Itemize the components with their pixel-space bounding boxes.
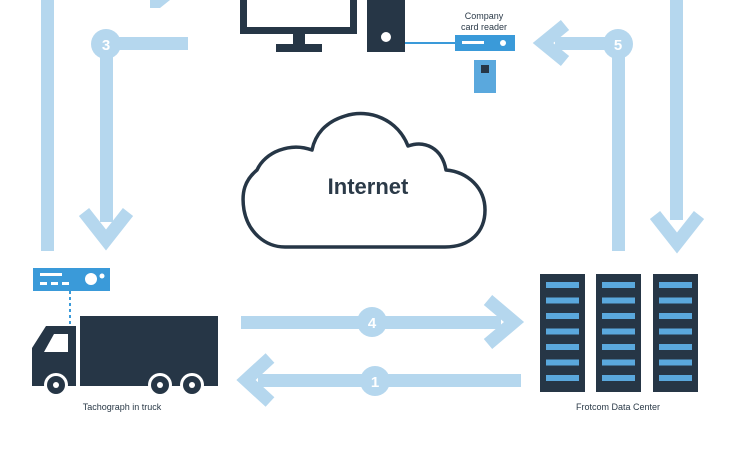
server-drive: [546, 282, 579, 288]
server-drive: [602, 328, 635, 335]
step-5-badge: [603, 29, 633, 59]
server-drive: [602, 297, 635, 304]
server-drive: [602, 282, 635, 288]
card-reader-icon: [405, 35, 515, 93]
tachograph-device-icon: [33, 268, 110, 330]
server-drive: [659, 297, 692, 304]
server-drive: [602, 359, 635, 366]
server-drive: [659, 313, 692, 319]
data-center-label: Frotcom Data Center: [576, 402, 660, 412]
step-1-badge: [360, 366, 390, 396]
desktop-computer-icon: [240, 0, 405, 52]
internet-cloud-icon: [241, 111, 487, 249]
server-drive: [546, 344, 579, 350]
server-drive: [546, 359, 579, 366]
server-drive: [659, 328, 692, 335]
card-reader-label-line2: card reader: [461, 22, 507, 32]
server-drive: [602, 313, 635, 319]
arrow-2-line: [41, 0, 54, 251]
arrow-5: 5: [532, 19, 633, 251]
step-4-number: 4: [368, 315, 377, 332]
server-drive: [659, 359, 692, 366]
arrow-4: 4: [241, 295, 525, 349]
arrow-6: [649, 0, 705, 254]
server-drive: [602, 344, 635, 350]
arrow-fragment: [150, 0, 170, 8]
step-5-number: 5: [614, 37, 622, 54]
step-3-number: 3: [102, 37, 110, 54]
server-drive: [546, 375, 579, 381]
truck-icon: [32, 316, 218, 397]
server-drive: [546, 328, 579, 335]
card-reader-label-line1: Company: [465, 11, 504, 21]
step-3-badge: [91, 29, 121, 59]
truck-label: Tachograph in truck: [83, 402, 162, 412]
server-drive: [659, 282, 692, 288]
server-drive: [546, 313, 579, 319]
internet-label: Internet: [328, 174, 409, 199]
server-drive: [546, 297, 579, 304]
server-drive: [602, 375, 635, 381]
arrow-3: 3: [78, 29, 188, 251]
server-drive: [659, 375, 692, 381]
step-4-badge: [357, 307, 387, 337]
arrow-1: 1: [236, 353, 521, 407]
step-1-number: 1: [371, 374, 379, 391]
data-center-servers-icon: [540, 274, 698, 392]
server-drive: [659, 344, 692, 350]
